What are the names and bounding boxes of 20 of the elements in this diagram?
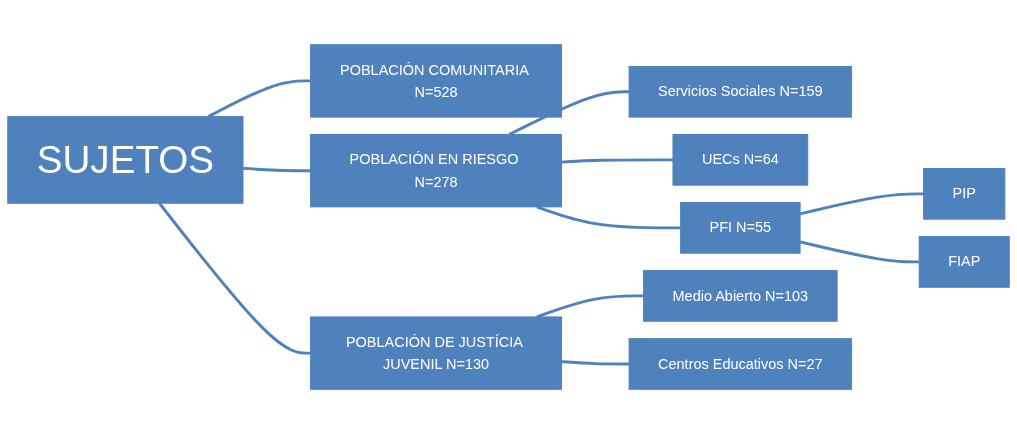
node-box: UECs N=64 [672,134,809,186]
node-box: Medio Abierto N=103 [643,270,838,322]
node-box: PFI N=55 [680,202,801,254]
node-box: POBLACIÓN DE JUSTÍCIA JUVENIL N=130 [310,316,562,390]
connector [158,202,311,355]
node-box: FIAP [918,236,1010,288]
connector [536,205,681,230]
connector [799,192,924,216]
node-box: POBLACIÓN COMUNITARIA N=528 [310,44,562,118]
node-box: PIP [923,168,1006,220]
connector [208,79,311,118]
connector [508,90,630,136]
node-box: Servicios Sociales N=159 [628,65,853,118]
connector [242,166,311,173]
connector [799,240,920,264]
connector [561,360,630,366]
node-box: POBLACIÓN EN RIESGO N=278 [310,134,562,208]
node-box: SUJETOS [7,115,244,204]
node-box: Centros Educativos N=27 [628,338,853,390]
connector [561,158,673,164]
